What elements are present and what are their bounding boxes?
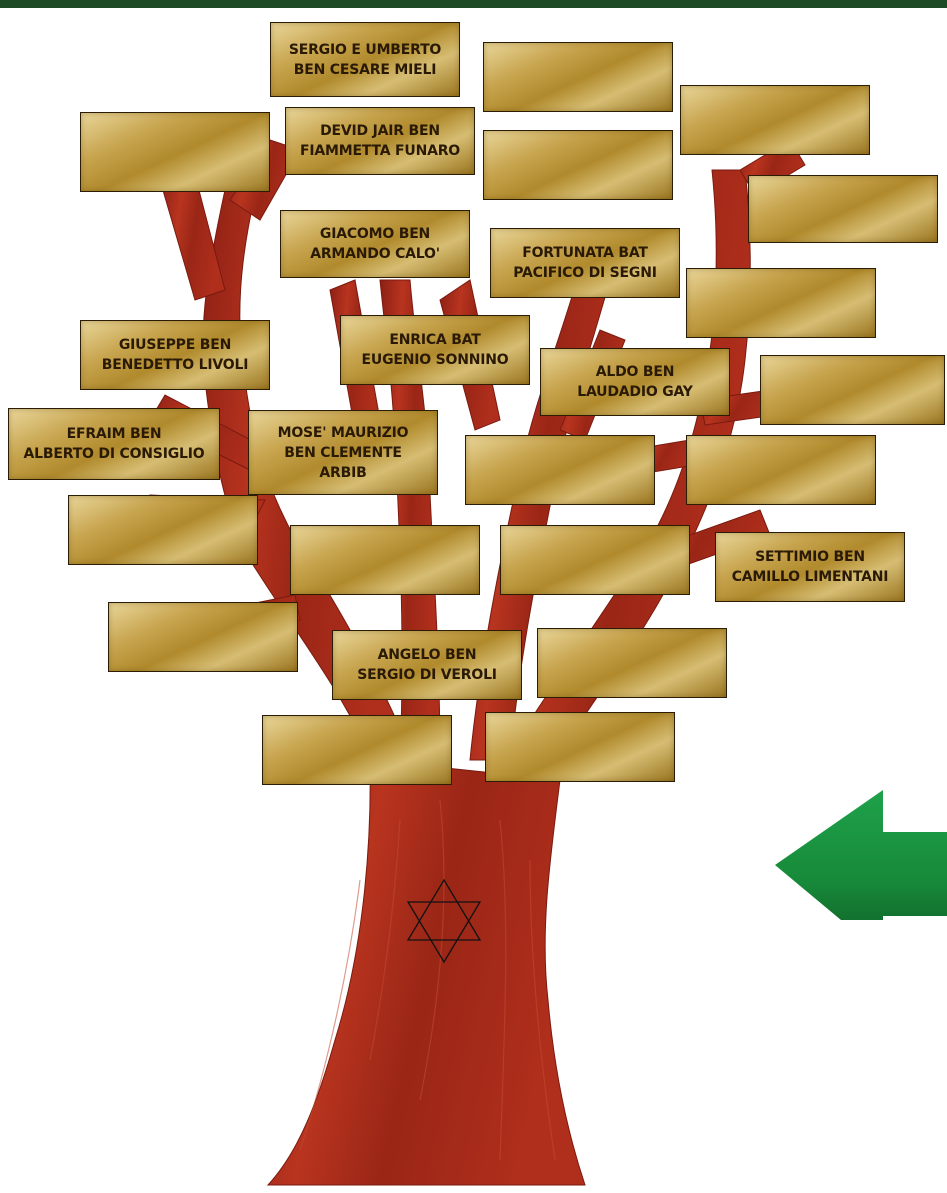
name-plaque[interactable]: SERGIO E UMBERTO BEN CESARE MIELI [270, 22, 460, 97]
plaque-label: GIACOMO BEN ARMANDO CALO' [310, 226, 440, 262]
empty-plaque[interactable] [483, 42, 673, 112]
empty-plaque[interactable] [290, 525, 480, 595]
plaque-label: EFRAIM BEN ALBERTO DI CONSIGLIO [23, 426, 205, 462]
empty-plaque[interactable] [80, 112, 270, 192]
empty-plaque[interactable] [483, 130, 673, 200]
name-plaque[interactable]: ENRICA BAT EUGENIO SONNINO [340, 315, 530, 385]
name-plaque[interactable]: GIACOMO BEN ARMANDO CALO' [280, 210, 470, 278]
wood-grain [299, 799, 556, 1161]
name-plaque[interactable]: SETTIMIO BEN CAMILLO LIMENTANI [715, 532, 905, 602]
empty-plaque[interactable] [760, 355, 945, 425]
empty-plaque[interactable] [68, 495, 258, 565]
plaque-label: FORTUNATA BAT PACIFICO DI SEGNI [513, 245, 657, 281]
empty-plaque[interactable] [485, 712, 675, 782]
empty-plaque[interactable] [686, 268, 876, 338]
name-plaque[interactable]: MOSE' MAURIZIO BEN CLEMENTE ARBIB [248, 410, 438, 495]
plaque-label: ANGELO BEN SERGIO DI VEROLI [357, 647, 497, 683]
plaque-label: SERGIO E UMBERTO BEN CESARE MIELI [288, 41, 442, 78]
empty-plaque[interactable] [108, 602, 298, 672]
name-plaque[interactable]: EFRAIM BEN ALBERTO DI CONSIGLIO [8, 408, 220, 480]
name-plaque[interactable]: GIUSEPPE BEN BENEDETTO LIVOLI [80, 320, 270, 390]
empty-plaque[interactable] [686, 435, 876, 505]
plaque-label: SETTIMIO BEN CAMILLO LIMENTANI [731, 549, 889, 585]
name-plaque[interactable]: DEVID JAIR BEN FIAMMETTA FUNARO [285, 107, 475, 175]
empty-plaque[interactable] [465, 435, 655, 505]
empty-plaque[interactable] [680, 85, 870, 155]
empty-plaque[interactable] [262, 715, 452, 785]
plaque-label: MOSE' MAURIZIO BEN CLEMENTE ARBIB [277, 424, 409, 481]
empty-plaque[interactable] [500, 525, 690, 595]
plaque-label: ALDO BEN LAUDADIO GAY [577, 364, 693, 400]
plaque-label: ENRICA BAT EUGENIO SONNINO [361, 332, 509, 368]
name-plaque[interactable]: FORTUNATA BAT PACIFICO DI SEGNI [490, 228, 680, 298]
back-arrow-icon[interactable] [775, 790, 947, 920]
name-plaque[interactable]: ALDO BEN LAUDADIO GAY [540, 348, 730, 416]
empty-plaque[interactable] [537, 628, 727, 698]
name-plaque[interactable]: ANGELO BEN SERGIO DI VEROLI [332, 630, 522, 700]
empty-plaque[interactable] [748, 175, 938, 243]
star-of-david-icon [406, 878, 482, 964]
header-bar [0, 0, 947, 8]
plaque-label: DEVID JAIR BEN FIAMMETTA FUNARO [299, 123, 461, 159]
plaque-label: GIUSEPPE BEN BENEDETTO LIVOLI [101, 337, 249, 373]
